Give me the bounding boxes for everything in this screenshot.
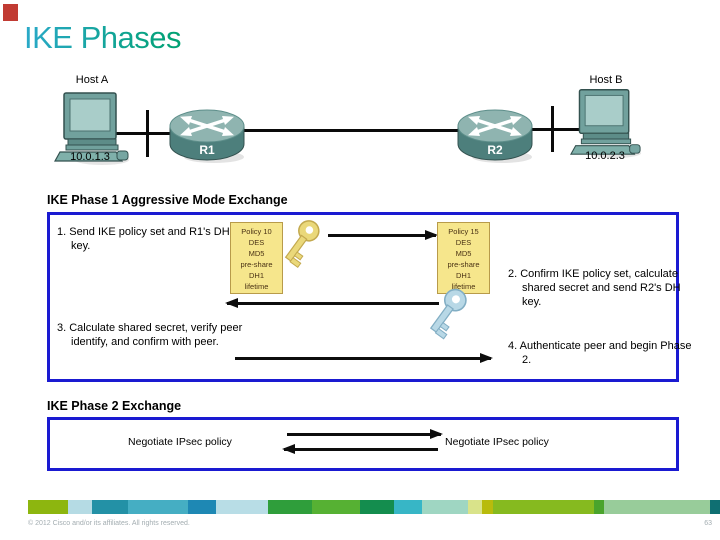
host-a-computer-icon (54, 92, 129, 165)
phase2-left-label: Negotiate IPsec policy (128, 436, 232, 448)
wan-link-line (243, 129, 465, 132)
initiator-key-icon (284, 220, 320, 269)
lan-segment-b-tick (551, 106, 554, 152)
host-b-label: Host B (589, 74, 623, 86)
host-b-ip: 10.0.2.3 (585, 150, 625, 162)
lan-segment-a-tick (146, 110, 149, 157)
router-r2-icon: R2 (457, 109, 533, 163)
router-r2-label: R2 (487, 143, 503, 157)
footer-color-bar (28, 500, 720, 514)
arrow-send-policy-icon (328, 234, 436, 237)
router-r1-label: R1 (199, 143, 215, 157)
arrow-authenticate-icon (235, 357, 491, 360)
phase1-heading: IKE Phase 1 Aggressive Mode Exchange (47, 193, 288, 207)
arrow-confirm-policy-icon (227, 302, 439, 305)
phase1-step1: 1. Send IKE policy set and R1's DH key. (57, 226, 230, 252)
phase2-heading: IKE Phase 2 Exchange (47, 399, 182, 413)
router-r1-icon: R1 (169, 109, 245, 163)
footer-copyright: © 2012 Cisco and/or its affiliates. All … (28, 520, 190, 527)
host-b-computer-icon (570, 89, 642, 158)
footer-page-number: 63 (704, 520, 712, 527)
arrow-negotiate-right-icon (287, 433, 441, 436)
page-title: IKE Phases (24, 20, 181, 55)
phase1-box: 1. Send IKE policy set and R1's DH key. … (47, 212, 691, 382)
phase2-right-label: Negotiate IPsec policy (445, 436, 549, 448)
phase1-step3: 3. Calculate shared secret, verify peer … (57, 322, 243, 348)
arrow-negotiate-left-icon (284, 448, 438, 451)
responder-key-icon (429, 288, 467, 340)
phase1-step4: 4. Authenticate peer and begin Phase 2. (508, 340, 692, 366)
host-a-label: Host A (75, 74, 109, 86)
lan-segment-b-line (528, 128, 580, 131)
host-a-ip: 10.0.1.3 (70, 151, 110, 163)
slide-accent-square (3, 4, 18, 21)
lan-segment-a-line (116, 132, 172, 135)
phase2-box: Negotiate IPsec policy Negotiate IPsec p… (47, 417, 679, 471)
phase1-step2: 2. Confirm IKE policy set, calculate sha… (508, 268, 681, 308)
